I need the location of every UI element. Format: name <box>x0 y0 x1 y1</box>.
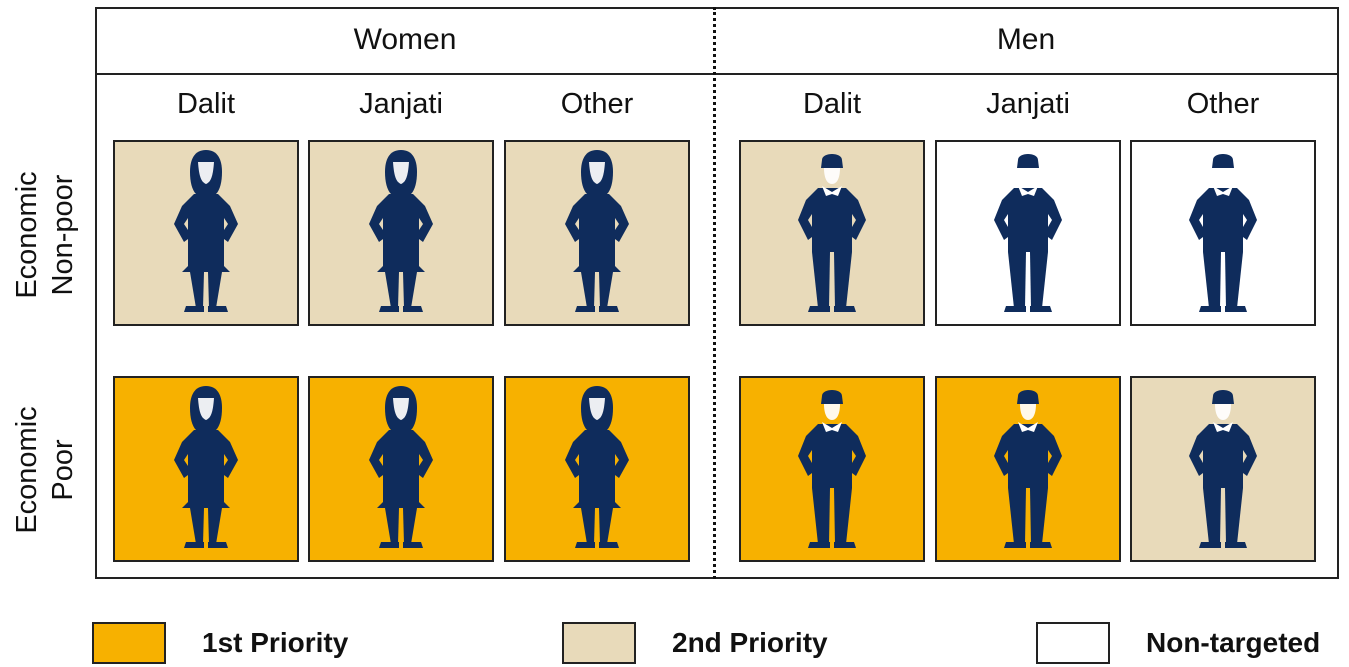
column-label-women-dalit: Dalit <box>176 88 235 120</box>
legend-item-second-priority: 2nd Priority <box>562 622 828 664</box>
legend-swatch-second-priority <box>562 622 636 664</box>
column-label-men-dalit: Dalit <box>802 88 861 120</box>
cell-non-poor-men-janjati <box>935 140 1121 326</box>
group-divider <box>713 7 716 579</box>
group-header-row: Women Men <box>97 9 1337 75</box>
cell-non-poor-men-other <box>1130 140 1316 326</box>
man-figure-icon <box>1185 384 1261 554</box>
woman-figure-icon <box>363 148 439 318</box>
woman-figure-icon <box>559 384 635 554</box>
group-title-men: Men <box>996 23 1056 56</box>
cell-poor-women-other <box>504 376 690 562</box>
legend-label-non-targeted: Non-targeted <box>1146 627 1321 658</box>
man-figure-icon <box>990 148 1066 318</box>
man-figure-icon <box>1185 148 1261 318</box>
cell-poor-men-dalit <box>739 376 925 562</box>
row-label-poor-line1: Economic <box>11 406 43 534</box>
cell-non-poor-women-other <box>504 140 690 326</box>
row-label-non-poor-line2: Non-poor <box>47 174 79 296</box>
man-figure-icon <box>794 384 870 554</box>
legend-item-first-priority: 1st Priority <box>92 622 348 664</box>
row-label-non-poor: Economic Non-poor <box>9 125 89 345</box>
woman-figure-icon <box>363 384 439 554</box>
column-label-men-janjati: Janjati <box>986 88 1070 120</box>
legend-item-non-targeted: Non-targeted <box>1036 622 1320 664</box>
priority-matrix-frame: Women Men <box>95 7 1339 579</box>
column-label-women-janjati: Janjati <box>359 88 443 120</box>
group-title-women: Women <box>353 23 457 56</box>
row-label-poor: Economic Poor <box>9 360 89 580</box>
cell-poor-men-janjati <box>935 376 1121 562</box>
row-label-non-poor-line1: Economic <box>11 171 43 299</box>
cell-non-poor-women-janjati <box>308 140 494 326</box>
cell-non-poor-men-dalit <box>739 140 925 326</box>
row-label-poor-line2: Poor <box>47 439 79 501</box>
legend-label-second-priority: 2nd Priority <box>672 627 828 658</box>
legend-label-first-priority: 1st Priority <box>202 627 349 658</box>
cell-non-poor-women-dalit <box>113 140 299 326</box>
cell-poor-women-janjati <box>308 376 494 562</box>
column-label-men-other: Other <box>1186 88 1260 120</box>
legend-swatch-first-priority <box>92 622 166 664</box>
woman-figure-icon <box>168 384 244 554</box>
woman-figure-icon <box>168 148 244 318</box>
legend-swatch-non-targeted <box>1036 622 1110 664</box>
cell-poor-women-dalit <box>113 376 299 562</box>
man-figure-icon <box>794 148 870 318</box>
man-figure-icon <box>990 384 1066 554</box>
woman-figure-icon <box>559 148 635 318</box>
cell-poor-men-other <box>1130 376 1316 562</box>
column-label-women-other: Other <box>560 88 634 120</box>
